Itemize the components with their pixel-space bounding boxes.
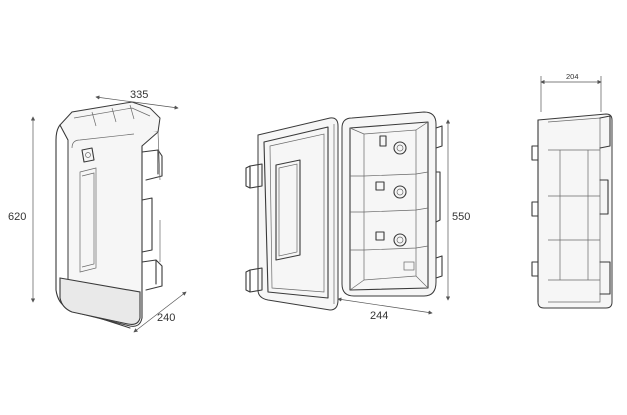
dimension-height-closed: 620 xyxy=(8,116,36,303)
dimension-depth-closed: 240 xyxy=(133,291,187,333)
closed-box-view xyxy=(55,101,163,329)
dim-label-204: 204 xyxy=(566,72,579,81)
dim-label-335: 335 xyxy=(130,89,148,101)
dim-label-620: 620 xyxy=(8,211,26,223)
dimension-width-closed: 335 xyxy=(95,89,179,110)
dim-label-550: 550 xyxy=(452,211,470,223)
dim-label-240: 240 xyxy=(157,312,175,324)
dimension-height-open: 550 xyxy=(445,119,470,301)
side-view xyxy=(531,113,613,309)
dimension-depth-side: 204 xyxy=(540,72,602,112)
open-box-view xyxy=(245,111,443,311)
dimension-width-open: 244 xyxy=(337,297,433,322)
dim-label-244: 244 xyxy=(370,310,388,322)
